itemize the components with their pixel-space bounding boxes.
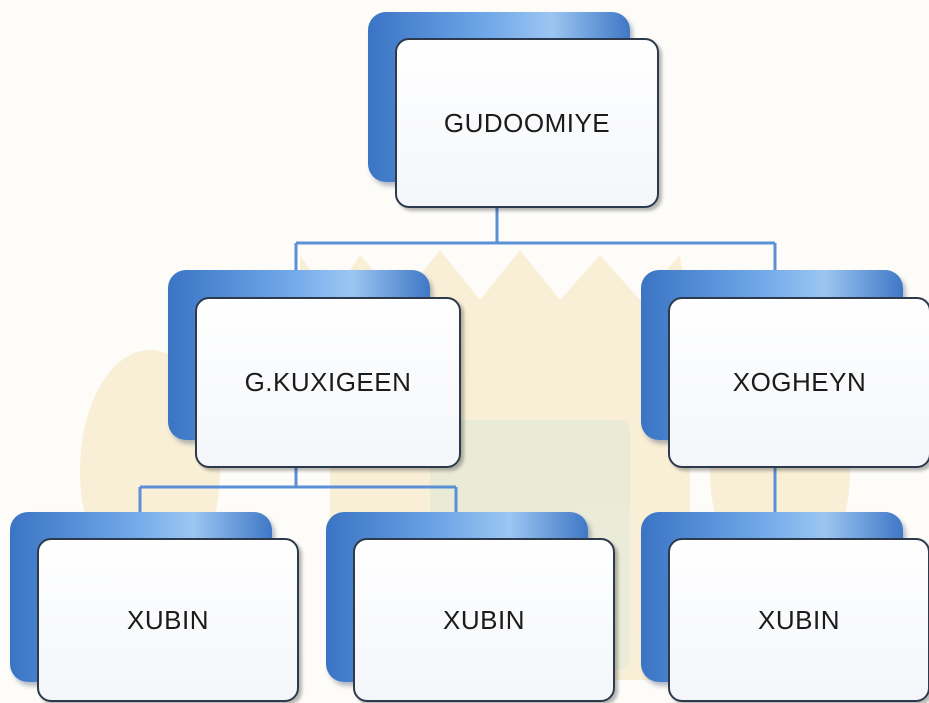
node-root-label: GUDOOMIYE [443,107,611,138]
node-right-child-label: XOGHEYN [732,367,867,397]
node-member-2-label: XUBIN [443,604,525,635]
node-member-3-label: XUBIN [758,604,840,635]
node-member-1-label: XUBIN [127,604,209,635]
node-left-child-label: G.KUXIGEEN [244,367,412,397]
